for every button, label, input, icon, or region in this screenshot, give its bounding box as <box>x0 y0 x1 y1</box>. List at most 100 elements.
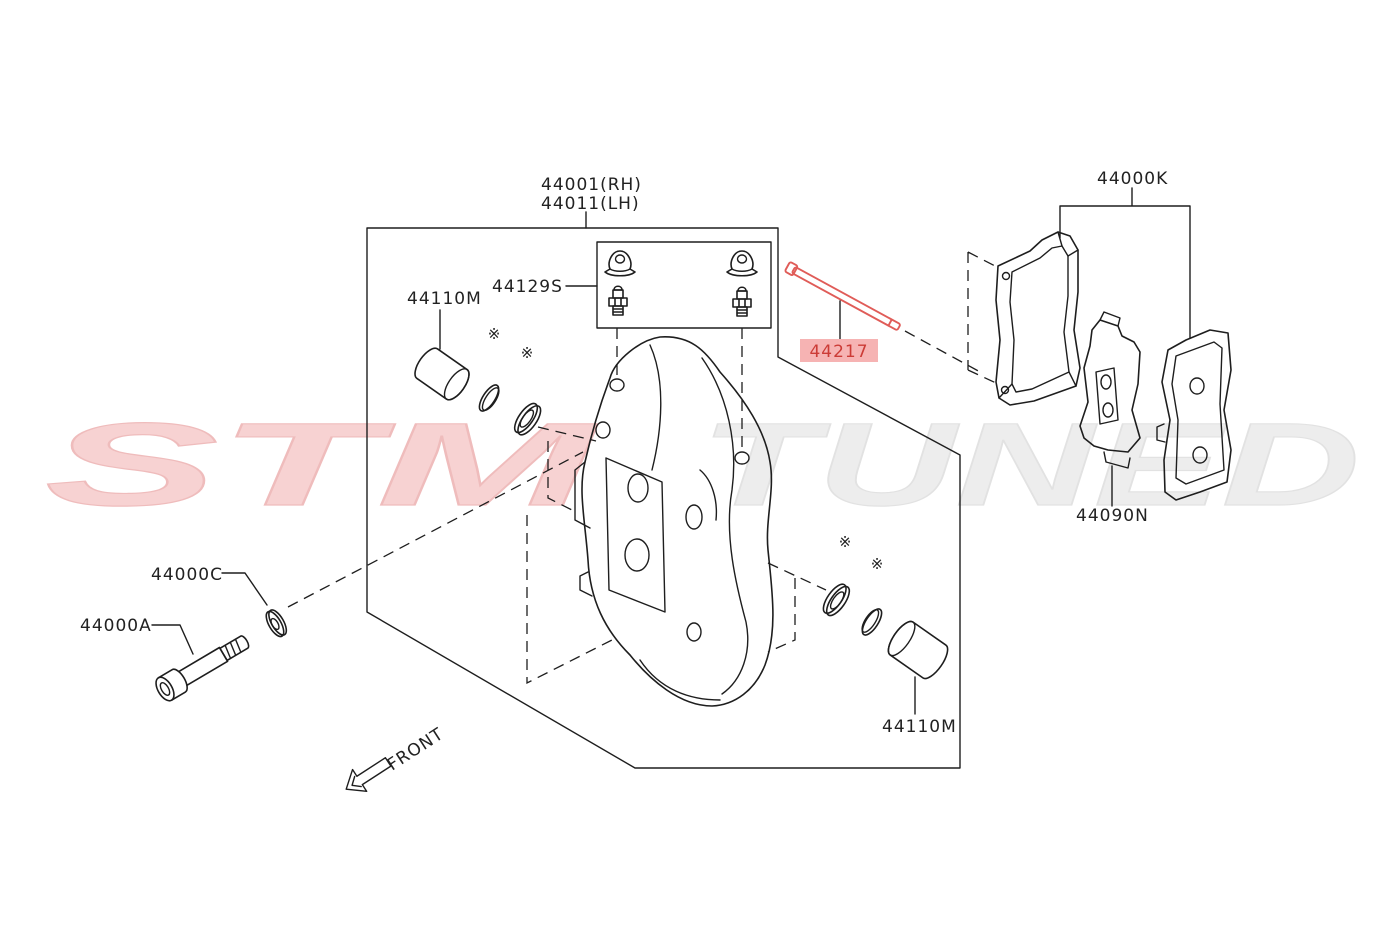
shim-tab-top <box>1099 311 1121 327</box>
caliper-lh-label: 44011(LH) <box>541 194 640 214</box>
bleeder-cap-top <box>736 254 748 264</box>
caliper-rib <box>699 469 718 521</box>
guide-line-lower-seal <box>767 562 827 591</box>
pad-hole <box>1192 446 1208 464</box>
washer-hole <box>270 617 280 631</box>
bleeder-cap-rim <box>731 268 753 272</box>
front-arrow-inner <box>351 775 362 788</box>
washer-front <box>265 610 285 638</box>
guide-line-pad-pin <box>904 330 983 374</box>
boot-opening <box>519 409 535 428</box>
guide-line-pad <box>967 251 998 384</box>
note-mark: ※ <box>521 344 534 362</box>
bleeder-screw-thread <box>736 306 748 317</box>
front-arrow-icon <box>345 757 392 793</box>
piston-seal-lower <box>861 608 883 636</box>
bleeder-screw-hex <box>732 298 752 308</box>
boot-opening <box>829 591 845 610</box>
piston-upper <box>414 347 470 401</box>
dust-boot-upper <box>513 402 542 436</box>
pad-pin-head <box>784 261 799 276</box>
dust-boot-lower <box>822 583 851 617</box>
bolt-leader <box>151 624 194 655</box>
pad-hole <box>1189 377 1205 395</box>
seal-outer <box>478 384 500 412</box>
note-mark: ※ <box>488 325 501 343</box>
piston-bore <box>685 504 703 530</box>
pad-pin-shaft <box>791 266 901 331</box>
shim-plate <box>1079 319 1141 453</box>
bleeder-cap <box>604 250 636 277</box>
pad-pin <box>784 261 901 331</box>
mounting-hole <box>595 421 611 439</box>
bleeder-port <box>734 451 750 465</box>
bolt-head <box>157 668 188 701</box>
caliper-outer-half <box>701 357 749 695</box>
pad-backing-plate <box>1161 329 1232 501</box>
bolt-label: 44000A <box>80 616 152 636</box>
note-mark: ※ <box>839 533 852 551</box>
washer <box>265 609 288 638</box>
bleeder-screw-neck <box>736 290 748 300</box>
bolt-socket <box>159 682 171 696</box>
bolt-head-face <box>155 676 175 702</box>
bleeder-screw-hex <box>608 297 628 307</box>
pad-pin-groove <box>887 319 893 327</box>
bleeder-cap-body <box>604 250 636 277</box>
pad-edge-lines <box>998 231 1079 399</box>
brake-pad-outer <box>1156 329 1232 501</box>
shim-cutout <box>1095 367 1119 425</box>
piston-body <box>887 620 949 680</box>
seal-inner <box>481 387 500 412</box>
washer-leader <box>221 572 268 606</box>
piston-bore <box>624 538 650 572</box>
bleeder-screw-thread <box>612 305 624 316</box>
bleeder-port <box>609 378 625 392</box>
bleeder-cap-rim <box>609 268 631 272</box>
caliper-assembly-outline <box>366 227 961 769</box>
bleeder-screw-thread-lines <box>612 308 624 313</box>
shim-tab-bottom <box>1103 451 1131 469</box>
guide-line-upper-seal <box>537 426 597 442</box>
pad-kit-label: 44000K <box>1097 169 1168 189</box>
pad-friction-material <box>1009 245 1070 393</box>
bolt-shank <box>178 646 229 686</box>
seal-outer <box>861 608 883 636</box>
boot-front <box>513 402 539 434</box>
mounting-ear <box>574 461 591 529</box>
watermark-stm: STM <box>45 399 599 531</box>
pad-kit-bracket <box>1059 187 1191 339</box>
pad-hole <box>1001 271 1011 281</box>
bleeder-screw <box>608 285 628 316</box>
bleeder-kit-label: 44129S <box>492 277 563 297</box>
piston-upper-label: 44110M <box>407 289 482 309</box>
pad-friction-material <box>1171 341 1225 485</box>
caliper-housing <box>581 336 774 707</box>
seal-inner <box>861 608 880 633</box>
piston-bore <box>627 473 649 503</box>
caliper-rh-label: 44001(RH) <box>541 175 642 195</box>
guide-line-right-bore <box>767 578 796 653</box>
pad-pin-label: 44217 <box>809 342 868 362</box>
washer-label: 44000C <box>151 565 223 585</box>
shim-hole <box>1102 402 1114 418</box>
bleeder-cap-body <box>726 250 758 277</box>
pad-shim <box>1079 311 1141 469</box>
caliper-lower-tab <box>579 571 593 597</box>
bleeder-screw-thread-lines <box>736 309 748 314</box>
brake-pad-inner <box>995 231 1081 406</box>
pad-side-tab <box>1156 423 1166 443</box>
watermark-tuned: TUNED <box>700 399 1360 531</box>
piston-bore <box>686 622 702 642</box>
boot-front <box>825 585 851 617</box>
piston-face <box>887 620 916 657</box>
mounting-bolt <box>155 635 250 702</box>
pad-shim-label: 44090N <box>1076 506 1149 526</box>
guide-line-bolt <box>287 451 584 608</box>
pad-backing-plate <box>995 231 1081 406</box>
assembly-guide-lines <box>287 251 998 685</box>
bleeder-cap-top <box>614 254 626 264</box>
bolt-thread-lines <box>224 638 242 660</box>
